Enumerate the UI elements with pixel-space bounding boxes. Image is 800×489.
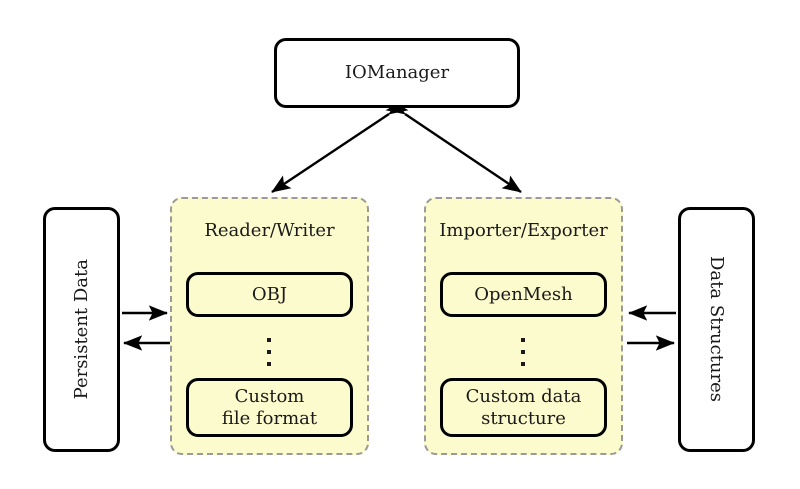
panel-importer-exporter-title: Importer/Exporter bbox=[439, 220, 608, 241]
iomanager-box[interactable]: IOManager bbox=[274, 38, 520, 108]
connector-manager-reader-writer bbox=[271, 97, 409, 193]
panel-reader-writer-title: Reader/Writer bbox=[204, 220, 335, 241]
data-structures-box[interactable]: Data Structures bbox=[678, 207, 755, 452]
data-structures-label: Data Structures bbox=[706, 256, 728, 403]
importer-exporter-ellipsis-icon bbox=[517, 338, 529, 366]
item-custom-file-format[interactable]: Custom file format bbox=[186, 378, 353, 437]
item-custom-data-structure-label: Custom data structure bbox=[465, 386, 582, 429]
reader-writer-ellipsis-icon bbox=[263, 338, 275, 366]
item-custom-file-format-label: Custom file format bbox=[221, 386, 318, 429]
item-obj[interactable]: OBJ bbox=[186, 272, 353, 317]
item-obj-label: OBJ bbox=[251, 283, 288, 305]
item-openmesh[interactable]: OpenMesh bbox=[440, 272, 607, 317]
persistent-data-label: Persistent Data bbox=[70, 259, 92, 400]
persistent-data-box[interactable]: Persistent Data bbox=[43, 207, 120, 452]
connector-manager-importer-exporter bbox=[385, 97, 522, 193]
item-openmesh-label: OpenMesh bbox=[474, 283, 573, 305]
iomanager-label: IOManager bbox=[344, 62, 450, 84]
item-custom-data-structure[interactable]: Custom data structure bbox=[440, 378, 607, 437]
